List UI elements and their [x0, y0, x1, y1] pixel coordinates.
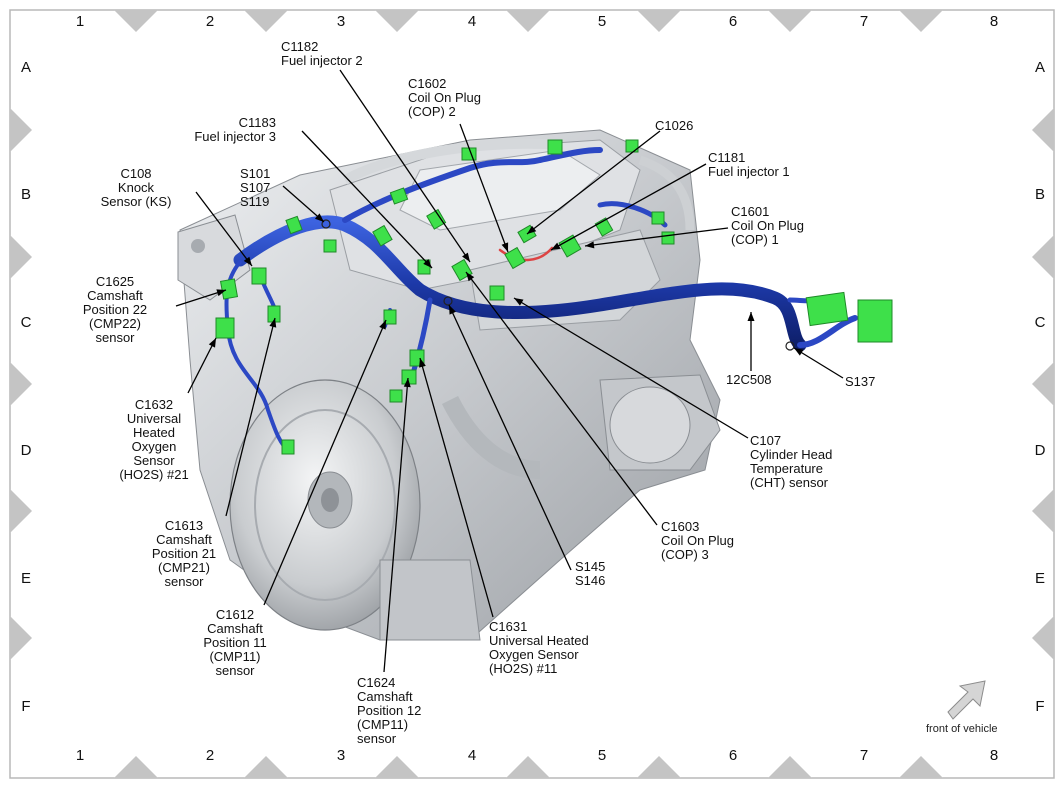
- callout-line-c1026: [526, 130, 661, 235]
- engine-illustration: [177, 129, 721, 641]
- grid-row-B-left: B: [20, 186, 31, 203]
- label-c1613: C1613 Camshaft Position 21 (CMP21) senso…: [151, 518, 217, 589]
- callout-arrowhead-s145: [449, 305, 456, 315]
- callout-arrowhead-c1602: [501, 242, 509, 252]
- callout-line-c1603: [465, 271, 658, 526]
- callout-line-c1632: [187, 337, 217, 394]
- label-12c508: 12C508: [726, 372, 772, 387]
- callout-arrowhead-h12c508: [747, 312, 755, 321]
- splice-marker-s145: [443, 296, 453, 306]
- callout-line-s101: [282, 185, 325, 223]
- callout-line-c1612: [263, 319, 387, 606]
- callout-arrowhead-c1625: [216, 289, 226, 297]
- grid-column-1-top: 1: [75, 13, 85, 30]
- callout-arrowhead-c1182: [462, 252, 470, 262]
- callout-lines: [175, 69, 844, 673]
- label-c1601: C1601 Coil On Plug (COP) 1: [731, 204, 804, 247]
- grid-column-8-bottom: 8: [989, 747, 999, 764]
- front-of-vehicle-label: front of vehicle: [926, 723, 998, 735]
- label-c1624: C1624 Camshaft Position 12 (CMP11) senso…: [357, 675, 422, 746]
- grid-column-5-bottom: 5: [597, 747, 607, 764]
- grid-column-7-top: 7: [859, 13, 869, 30]
- grid-column-4-bottom: 4: [467, 747, 477, 764]
- grid-column-6-top: 6: [728, 13, 738, 30]
- label-c1632: C1632 Universal Heated Oxygen Sensor (HO…: [119, 397, 189, 482]
- callout-line-c1181: [550, 163, 707, 251]
- label-c1183: C1183 Fuel injector 3: [194, 115, 276, 144]
- label-s101-s107-s119: S101 S107 S119: [240, 166, 271, 209]
- callout-line-c1601: [584, 227, 729, 247]
- callout-arrowhead-c1601: [585, 241, 595, 249]
- callout-line-c107: [513, 297, 749, 439]
- callout-arrowhead-c1632: [208, 338, 216, 348]
- callout-arrowhead-s137: [794, 348, 804, 356]
- callout-line-c1631: [419, 357, 494, 618]
- callout-line-c108: [195, 191, 253, 267]
- label-c1625: C1625 Camshaft Position 22 (CMP22) senso…: [82, 274, 148, 345]
- grid-row-A-left: A: [20, 59, 31, 76]
- callout-line-s137: [793, 347, 844, 379]
- grid-column-5-top: 5: [597, 13, 607, 30]
- label-c1026: C1026: [655, 118, 694, 133]
- label-c1612: C1612 Camshaft Position 11 (CMP11) senso…: [203, 607, 267, 678]
- grid-column-4-top: 4: [467, 13, 477, 30]
- callout-arrowhead-s101: [314, 213, 324, 222]
- label-c1631: C1631 Universal Heated Oxygen Sensor (HO…: [489, 619, 589, 676]
- grid-row-E-left: E: [20, 570, 31, 587]
- callout-arrowhead-c1624: [403, 378, 411, 388]
- callout-line-c1613: [225, 317, 276, 517]
- grid-row-A-right: A: [1034, 59, 1045, 76]
- grid-column-8-top: 8: [989, 13, 999, 30]
- grid-markers: [10, 10, 1054, 778]
- grid-row-E-right: E: [1034, 570, 1045, 587]
- callout-arrowhead-c1631: [419, 358, 426, 368]
- label-c1603: C1603 Coil On Plug (COP) 3: [661, 519, 734, 562]
- callout-arrowhead-c1603: [466, 272, 475, 282]
- label-c1181: C1181 Fuel injector 1: [708, 150, 790, 179]
- callout-line-c1182: [339, 69, 471, 263]
- label-s145-s146: S145 S146: [575, 559, 606, 588]
- callout-arrowhead-c108: [243, 256, 252, 266]
- label-c1182: C1182 Fuel injector 2: [281, 39, 363, 68]
- label-c108: C108 Knock Sensor (KS): [100, 166, 172, 209]
- grid-column-2-bottom: 2: [205, 747, 215, 764]
- label-c1602: C1602 Coil On Plug (COP) 2: [408, 76, 481, 119]
- splice-marker-s101: [321, 219, 331, 229]
- label-c107: C107 Cylinder Head Temperature (CHT) sen…: [750, 433, 833, 490]
- callout-arrowhead-c1026: [527, 225, 537, 234]
- grid-column-3-top: 3: [336, 13, 346, 30]
- grid-column-3-bottom: 3: [336, 747, 346, 764]
- connectors: [215, 139, 893, 455]
- grid-row-F-left: F: [21, 698, 31, 715]
- grid-row-C-left: C: [20, 314, 32, 331]
- callout-arrowhead-c1181: [551, 242, 561, 250]
- grid-row-C-right: C: [1034, 314, 1046, 331]
- grid-row-D-left: D: [20, 442, 32, 459]
- grid-row-F-right: F: [1035, 698, 1045, 715]
- grid-column-2-top: 2: [205, 13, 215, 30]
- grid-column-1-bottom: 1: [75, 747, 85, 764]
- callout-arrowhead-c1613: [269, 318, 277, 328]
- callout-line-c1624: [383, 377, 409, 673]
- callout-arrowhead-c1183: [423, 259, 432, 268]
- callout-line-c1602: [459, 123, 509, 253]
- grid-row-D-right: D: [1034, 442, 1046, 459]
- callout-line-s145: [448, 304, 572, 571]
- grid-row-B-right: B: [1034, 186, 1045, 203]
- callout-arrowhead-c107: [514, 298, 524, 306]
- front-of-vehicle-arrow: [947, 680, 986, 720]
- callout-line-c1183: [301, 130, 433, 269]
- grid-column-6-bottom: 6: [728, 747, 738, 764]
- grid-column-7-bottom: 7: [859, 747, 869, 764]
- label-s137: S137: [845, 374, 876, 389]
- splice-marker-s137: [785, 341, 795, 351]
- callout-arrowhead-c1612: [379, 320, 386, 330]
